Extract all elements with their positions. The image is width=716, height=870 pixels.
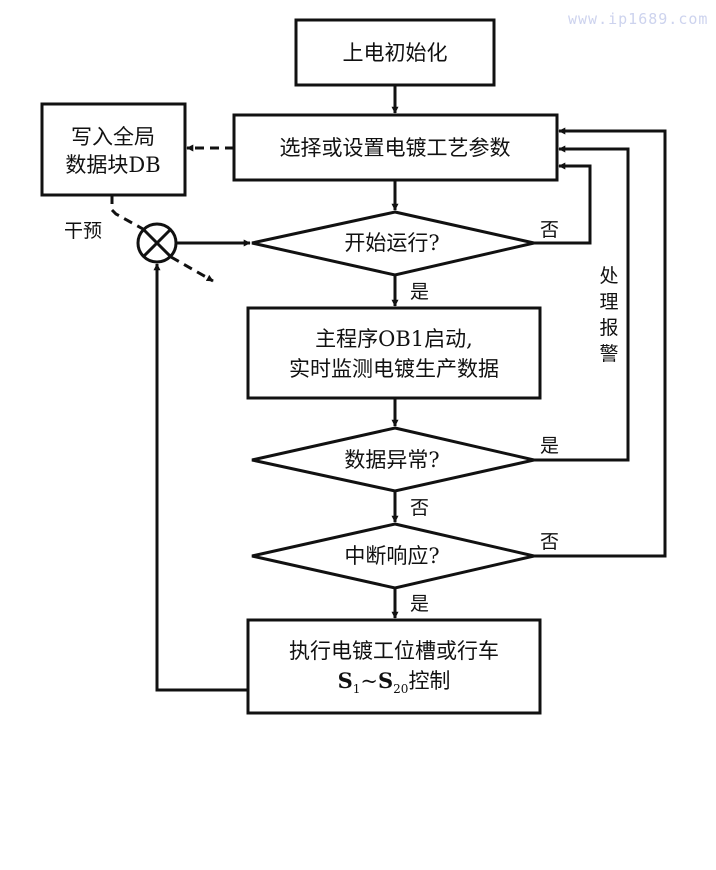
label-interrupt-no: 否 [540, 531, 559, 553]
edge-start-no [534, 162, 592, 245]
exec-sub2: 20 [393, 682, 408, 696]
edge-intervene-out [170, 255, 214, 283]
alarm-char-4: 警 [599, 343, 618, 365]
node-ob1 [246, 306, 542, 400]
alarm-label: 处 理 报 警 [599, 265, 618, 365]
edge-interrupt-no [534, 127, 667, 558]
interrupt-text: 中断响应? [344, 544, 439, 568]
data-abnormal-text: 数据异常? [344, 448, 439, 472]
alarm-char-2: 理 [599, 291, 618, 313]
execute-text-line1: 执行电镀工位槽或行车 [289, 639, 499, 663]
ob1-text-line1: 主程序OB1启动, [315, 327, 473, 351]
label-abnormal-yes: 是 [540, 435, 559, 457]
db-text-line2: 数据块DB [65, 153, 160, 177]
exec-s20: S [378, 668, 393, 693]
alarm-char-3: 报 [599, 317, 618, 339]
label-interrupt-yes: 是 [410, 593, 429, 615]
node-db [40, 102, 187, 197]
node-init [294, 18, 496, 87]
summing-junction-icon [136, 222, 178, 264]
exec-tilde: ~ [360, 669, 378, 693]
params-text: 选择或设置电镀工艺参数 [280, 136, 511, 160]
label-abnormal-no: 否 [410, 497, 429, 519]
edge-db-intervene [110, 195, 144, 231]
start-run-text: 开始运行? [344, 231, 439, 255]
exec-sub1: 1 [353, 682, 361, 696]
label-start-no: 否 [540, 219, 559, 241]
init-text: 上电初始化 [343, 41, 448, 65]
edge-execute-loop [153, 263, 248, 692]
alarm-char-1: 处 [599, 265, 618, 287]
node-execute [246, 618, 542, 715]
exec-suffix: 控制 [408, 669, 450, 693]
label-intervene: 干预 [64, 220, 102, 242]
exec-s1: S [338, 668, 353, 693]
execute-text-line2: S1~S20控制 [338, 668, 451, 696]
watermark: www.ip1689.com [568, 10, 709, 28]
db-text-line1: 写入全局 [71, 125, 155, 149]
edge-abnormal-yes [534, 145, 630, 462]
ob1-text-line2: 实时监测电镀生产数据 [289, 357, 499, 381]
label-start-yes: 是 [410, 281, 429, 303]
